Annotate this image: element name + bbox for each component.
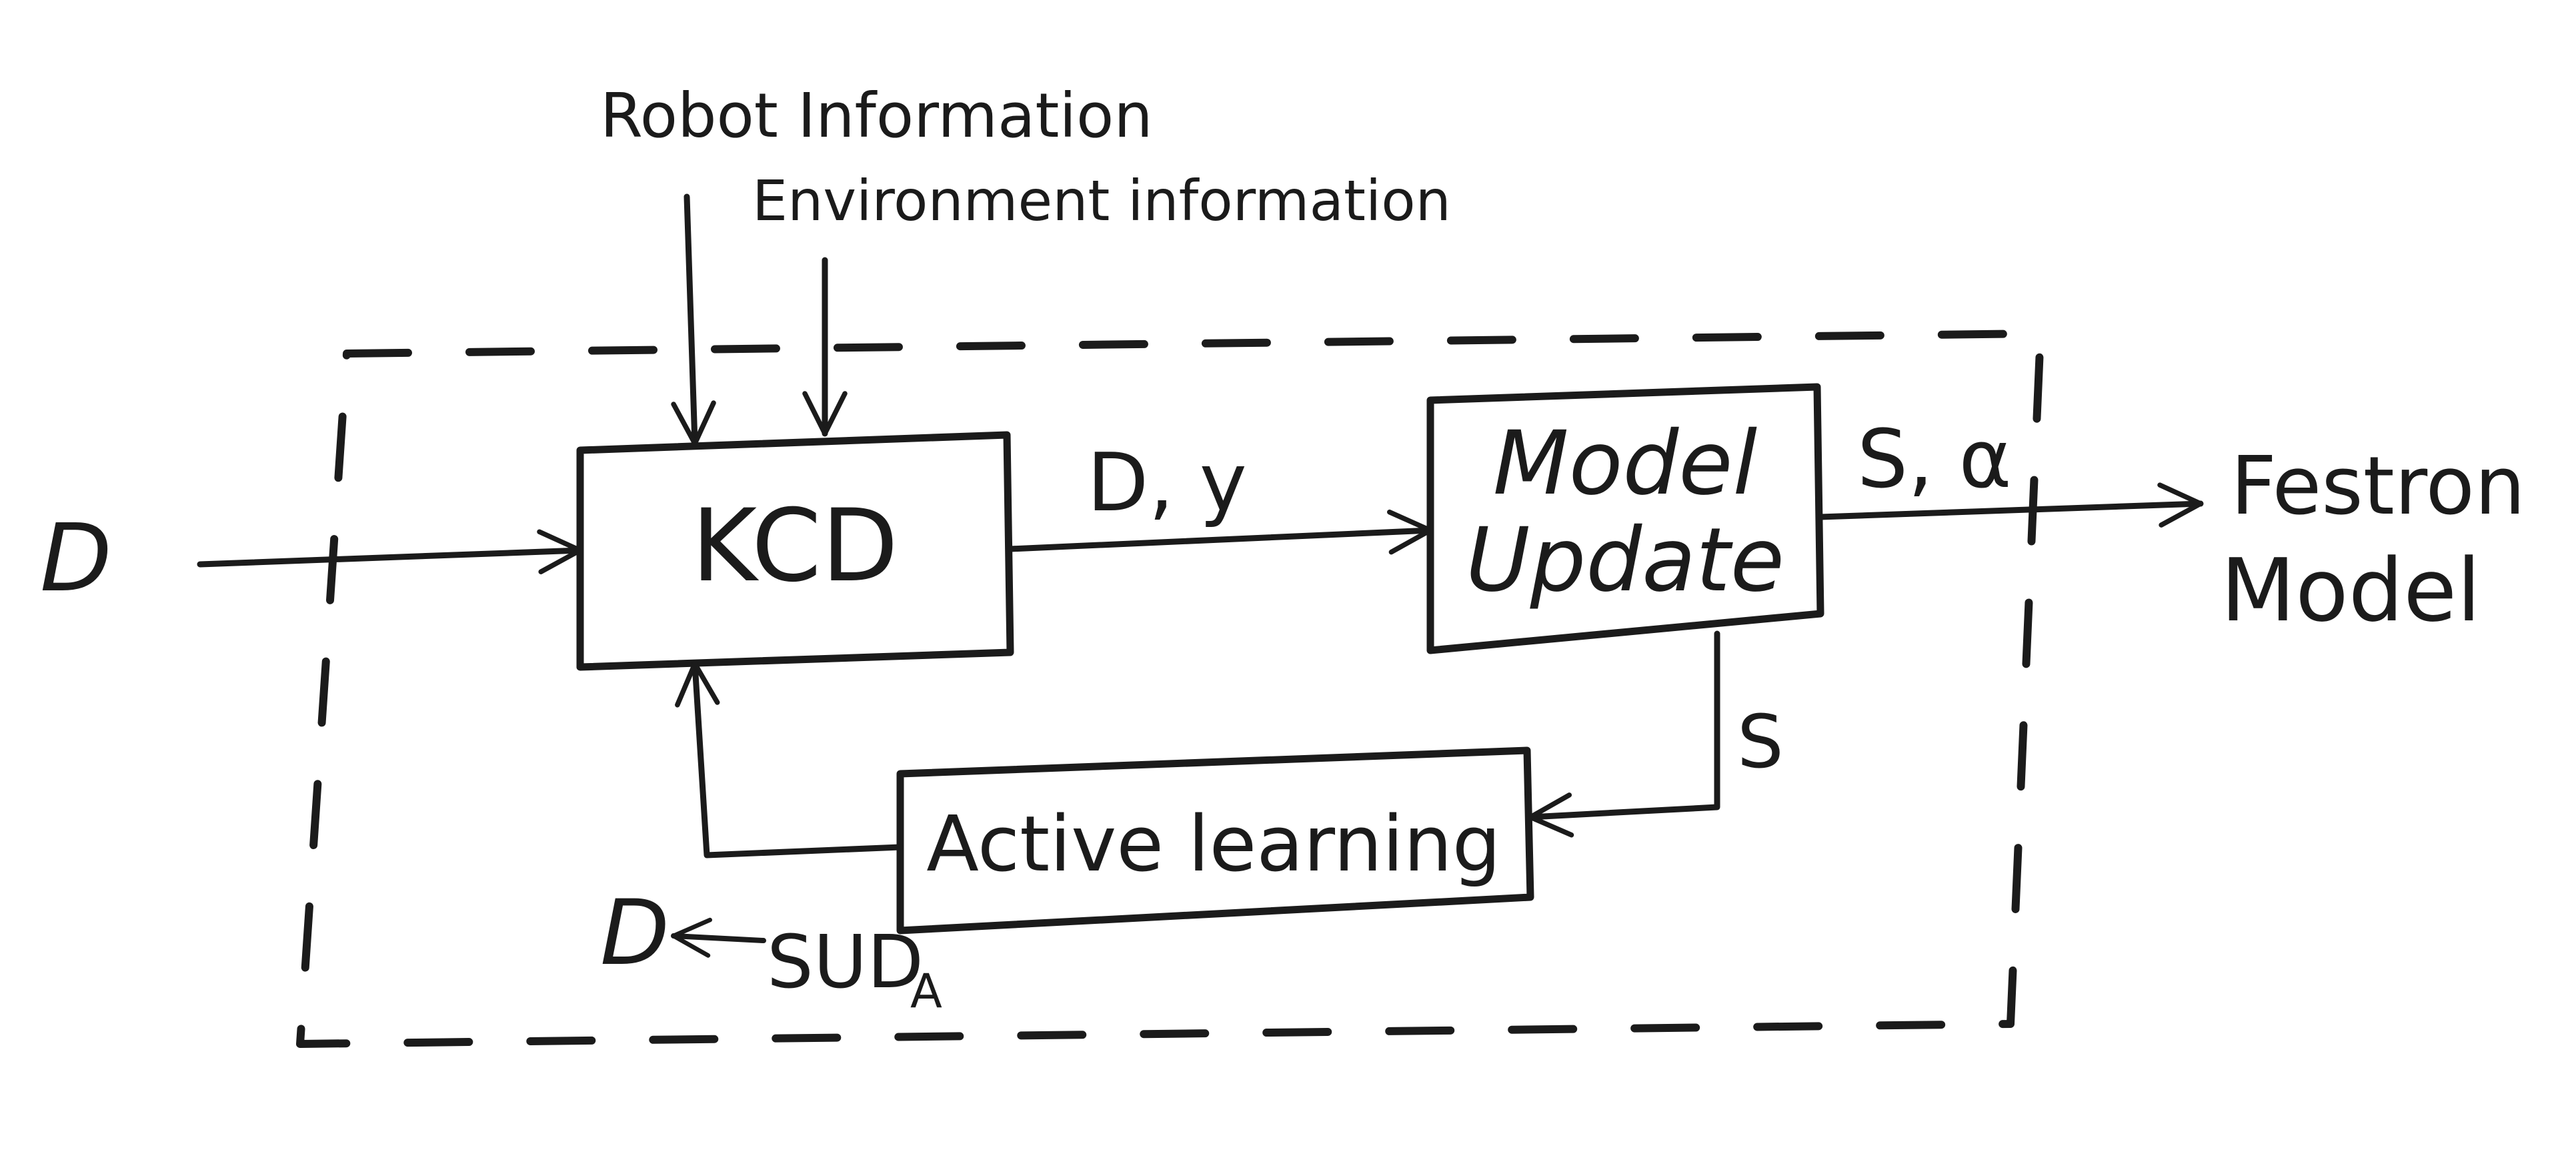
model-update-label-line1: Model <box>1493 412 1758 515</box>
active-learning-box <box>896 746 1534 935</box>
s-alpha-label: S, α <box>1857 414 2012 506</box>
s-feedback-label: S <box>1737 699 1784 784</box>
model-update-box <box>1426 383 1824 654</box>
active-learning-label: Active learning <box>926 800 1500 889</box>
system-boundary <box>296 330 2045 1048</box>
robot-information-arrow <box>671 193 716 447</box>
kcd-label: KCD <box>692 488 898 604</box>
bottom-sud-label: SUD <box>767 919 924 1005</box>
input-to-kcd-arrow <box>197 529 583 574</box>
output-label-line1: Festron <box>2231 440 2525 533</box>
bottom-sud-subscript: A <box>910 964 942 1019</box>
output-label-line2: Model <box>2221 540 2481 641</box>
input-d-label: D <box>40 504 112 613</box>
model-update-label-line2: Update <box>1466 509 1784 612</box>
bottom-d-label: D <box>600 881 670 985</box>
model-update-to-active-learning-arrow <box>1527 630 1720 838</box>
sud-to-d-arrow <box>671 917 766 958</box>
environment-information-label: Environment information <box>752 168 1451 233</box>
kcd-to-model-update-arrow <box>1007 509 1434 555</box>
d-y-label: D, y <box>1087 437 1247 530</box>
model-update-to-output-arrow <box>1817 482 2204 528</box>
active-learning-to-kcd-arrow <box>675 660 904 858</box>
kcd-box <box>576 431 1014 671</box>
robot-information-label: Robot Information <box>600 80 1153 151</box>
